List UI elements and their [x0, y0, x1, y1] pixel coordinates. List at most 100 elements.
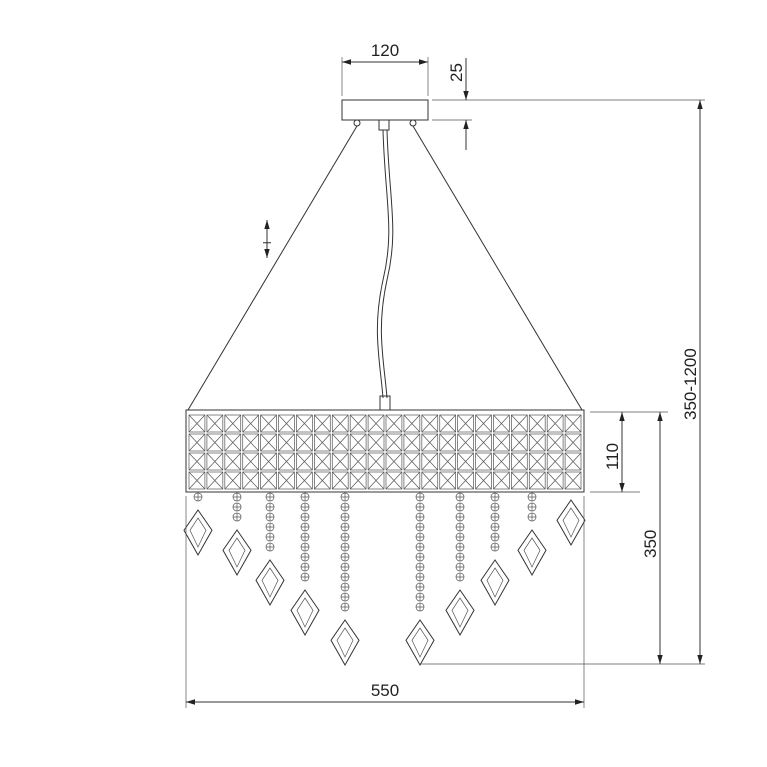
crystal-cell [564, 452, 582, 471]
crystal-cell [439, 433, 456, 452]
crystal-cell [403, 433, 421, 452]
crystal-pendant [330, 492, 360, 667]
crystal-cell [475, 433, 492, 452]
crystal-cell [242, 452, 259, 471]
crystal-cell [188, 452, 206, 471]
power-cable [376, 129, 394, 399]
crystal-cell [188, 414, 206, 433]
crystal-cell [421, 414, 439, 433]
crystal-cell [206, 414, 224, 433]
svg-text:110: 110 [603, 443, 622, 470]
crystal-pendants [183, 492, 586, 667]
svg-text:l: l [262, 242, 274, 244]
svg-text:350: 350 [641, 530, 660, 558]
crystal-cell [403, 452, 421, 471]
dimension-shade-height: 110 [590, 411, 668, 493]
crystal-cell [421, 471, 439, 490]
crystal-cell [439, 471, 456, 490]
crystal-pendant [405, 492, 435, 667]
crystal-cell [475, 471, 492, 490]
dimension-canopy-width: 120 [341, 41, 429, 96]
crystal-cell [314, 471, 331, 490]
crystal-cell [331, 414, 349, 433]
crystal-cell [528, 452, 546, 471]
crystal-cell [546, 452, 564, 471]
crystal-pendant [556, 499, 586, 547]
crystal-cell [439, 414, 456, 433]
crystal-cell [493, 433, 510, 452]
crystal-pendant [290, 492, 320, 637]
crystal-cell [260, 452, 277, 471]
crystal-cell [188, 471, 206, 490]
crystal-cell [314, 433, 331, 452]
crystal-cell [511, 452, 528, 471]
crystal-cell [331, 471, 349, 490]
crystal-cell [242, 471, 259, 490]
crystal-cell [546, 433, 564, 452]
crystal-cell [385, 414, 403, 433]
crystal-cell [296, 471, 313, 490]
suspension-wire-right [412, 125, 583, 411]
crystal-pendant [183, 492, 213, 557]
crystal-cell [188, 433, 206, 452]
crystal-cell [260, 433, 277, 452]
crystal-cell [278, 471, 295, 490]
crystal-cell [331, 452, 349, 471]
crystal-cell [224, 414, 242, 433]
crystal-cell [224, 452, 242, 471]
crystal-cell [206, 471, 224, 490]
crystal-cell [349, 471, 367, 490]
crystal-cell [564, 433, 582, 452]
crystal-pendant [222, 492, 252, 577]
crystal-cell [296, 433, 313, 452]
crystal-cell [457, 414, 474, 433]
svg-text:350-1200: 350-1200 [681, 348, 700, 420]
crystal-cell [296, 452, 313, 471]
crystal-cell [260, 471, 277, 490]
crystal-cell [385, 452, 403, 471]
crystal-cell [349, 452, 367, 471]
adjustable-length-symbol: l [262, 220, 274, 258]
crystal-cell [278, 414, 295, 433]
crystal-cell [475, 414, 492, 433]
crystal-cell [206, 452, 224, 471]
crystal-cell [421, 452, 439, 471]
crystal-pendant [480, 492, 510, 607]
crystal-cell [260, 414, 277, 433]
crystal-cell [385, 471, 403, 490]
crystal-cell [528, 471, 546, 490]
crystal-cell [367, 433, 385, 452]
cable-connector [379, 395, 391, 411]
crystal-cell [224, 471, 242, 490]
crystal-cell [367, 414, 385, 433]
crystal-cell [242, 433, 259, 452]
crystal-cell [314, 414, 331, 433]
crystal-pendant [255, 492, 285, 607]
crystal-cell [511, 414, 528, 433]
crystal-cell [224, 433, 242, 452]
crystal-cell [296, 414, 313, 433]
crystal-pendant [445, 492, 475, 637]
crystal-cell [457, 433, 474, 452]
svg-text:550: 550 [371, 681, 399, 700]
svg-text:120: 120 [371, 41, 399, 60]
crystal-cell [403, 414, 421, 433]
crystal-cell [349, 433, 367, 452]
crystal-cell [546, 414, 564, 433]
canopy [341, 99, 429, 131]
crystal-cell [421, 433, 439, 452]
dimension-diameter: 550 [185, 496, 585, 708]
dimension-body-height: 350 [420, 412, 705, 665]
suspension-wire-left [187, 125, 358, 411]
crystal-cell [475, 452, 492, 471]
crystal-cell [493, 414, 510, 433]
crystal-cell [331, 433, 349, 452]
crystal-cell [349, 414, 367, 433]
crystal-cell [367, 452, 385, 471]
crystal-cell [242, 414, 259, 433]
crystal-cell [367, 471, 385, 490]
crystal-cell [457, 471, 474, 490]
crystal-cell [511, 433, 528, 452]
